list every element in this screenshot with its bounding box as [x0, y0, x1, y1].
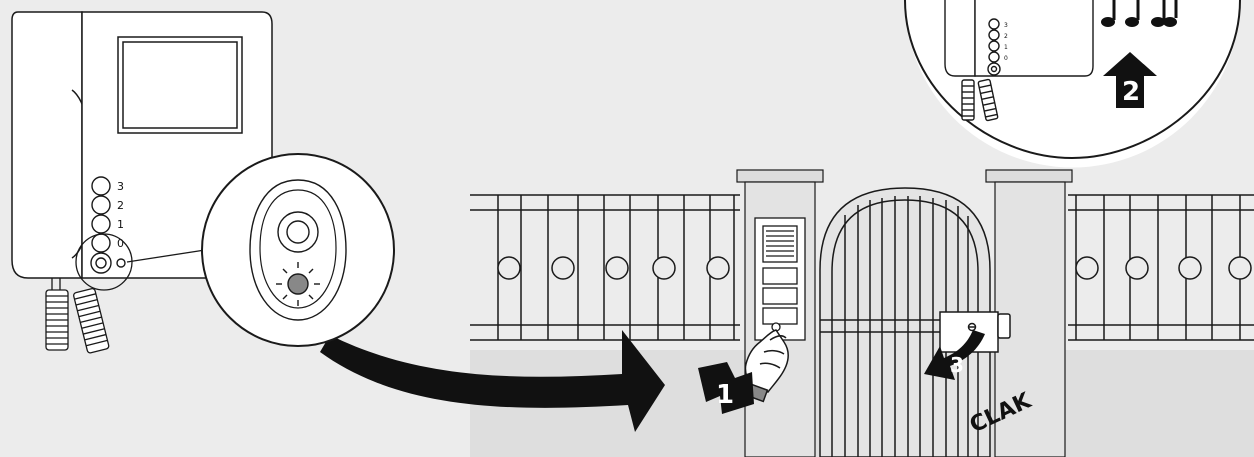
mini-label-2: 2	[1004, 33, 1008, 40]
mini-label-0: 0	[1004, 55, 1008, 62]
lit-led-icon	[288, 274, 308, 294]
right-fence	[1068, 195, 1254, 340]
step-1-label: 1	[716, 380, 734, 410]
step-3-label: 3	[950, 353, 964, 377]
left-fence	[470, 195, 740, 340]
mini-label-3: 3	[1004, 22, 1008, 29]
door-entry-panel	[755, 218, 805, 340]
ringing-monitor-detail: 3 2 1 0	[905, 0, 1240, 168]
mini-label-1: 1	[1004, 44, 1008, 51]
step-2-label: 2	[1122, 77, 1140, 107]
button-label-3: 3	[117, 180, 124, 193]
button-label-2: 2	[117, 199, 124, 212]
led-zoom-detail	[202, 154, 394, 346]
button-label-1: 1	[117, 218, 124, 231]
